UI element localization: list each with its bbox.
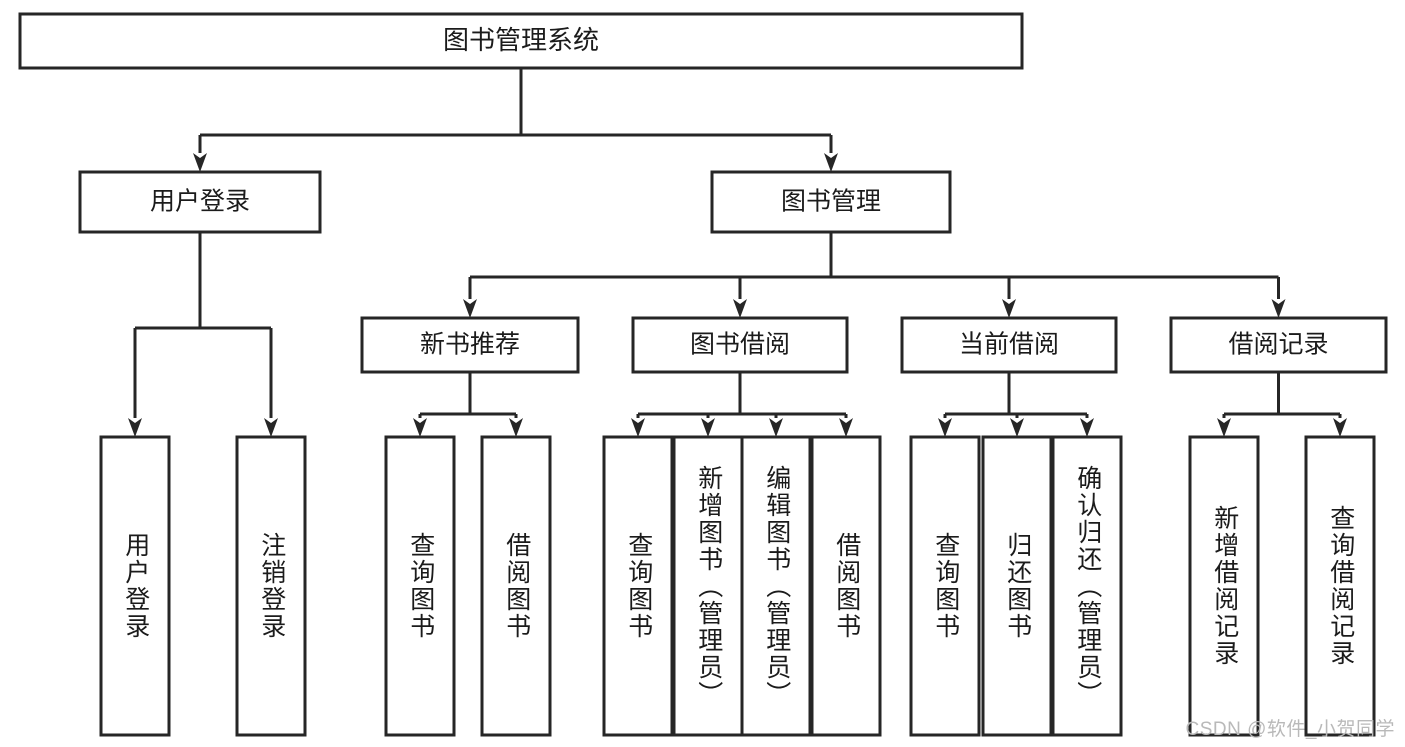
node-book-manage-label: 图书管理 [781,188,881,216]
node-book-borrow-label: 图书借阅 [690,331,790,359]
node-current-borrow-label: 当前借阅 [959,331,1059,359]
edge-book-borrow-branch-3-arrowhead [839,418,853,437]
node-user-login[interactable] [78,170,322,234]
connector-layer [128,68,1347,437]
edge-book-manage-branch-3-arrowhead [1271,299,1286,318]
leaf-leaf-add-record[interactable] [1188,435,1260,737]
node-root-label: 图书管理系统 [443,25,599,55]
leaf-leaf-query-book-1[interactable] [384,435,456,737]
edge-book-manage-branch-2-arrowhead [1002,299,1016,318]
edge-book-borrow-branch-0-arrowhead [631,418,645,437]
edge-root-branch-0-arrowhead [193,153,207,172]
node-book-borrow[interactable] [631,316,849,374]
leaf-leaf-user-login[interactable] [99,435,171,737]
edge-book-manage-branch-0-arrowhead [463,299,477,318]
edge-new-book-rec-branch-0-arrowhead [413,418,427,437]
edge-current-borrow-branch-0-arrowhead [938,418,952,437]
leaf-leaf-edit-book[interactable] [740,435,812,737]
leaf-leaf-query-record[interactable] [1304,435,1376,737]
edge-new-book-rec-branch-1-arrowhead [509,418,523,437]
edge-current-borrow-branch-1-arrowhead [1010,418,1024,437]
leaf-leaf-query-book-2[interactable] [602,435,674,737]
edge-borrow-record-branch-0-arrowhead [1217,418,1231,437]
leaf-leaf-logout[interactable] [235,435,307,737]
node-current-borrow[interactable] [900,316,1118,374]
csdn-watermark: CSDN @软件_小贺同学 [1185,719,1395,740]
leaf-leaf-borrow-book-1[interactable] [480,435,552,737]
edge-root-branch-1-arrowhead [824,153,838,172]
edge-user-login-branch-1-arrowhead [264,418,278,437]
edge-borrow-record-branch-1-arrowhead [1333,418,1347,437]
node-new-book-rec[interactable] [360,316,580,374]
edge-current-borrow-branch-2-arrowhead [1080,418,1094,437]
node-root[interactable] [18,12,1024,70]
leaf-leaf-add-book[interactable] [672,435,744,737]
node-book-manage[interactable] [710,170,952,234]
edge-book-borrow-branch-1-arrowhead [701,418,715,437]
node-new-book-rec-label: 新书推荐 [420,331,520,359]
leaf-leaf-confirm-return[interactable] [1051,435,1123,737]
node-borrow-record[interactable] [1169,316,1388,374]
edge-user-login-branch-0-arrowhead [128,418,142,437]
leaf-leaf-borrow-book-2[interactable] [810,435,882,737]
edge-book-manage-branch-1-arrowhead [733,299,747,318]
leaf-leaf-query-book-3[interactable] [909,435,981,737]
node-borrow-record-label: 借阅记录 [1228,331,1328,359]
leaf-leaf-return-book[interactable] [981,435,1053,737]
edge-book-borrow-branch-2-arrowhead [769,418,783,437]
node-user-login-label: 用户登录 [150,188,250,216]
